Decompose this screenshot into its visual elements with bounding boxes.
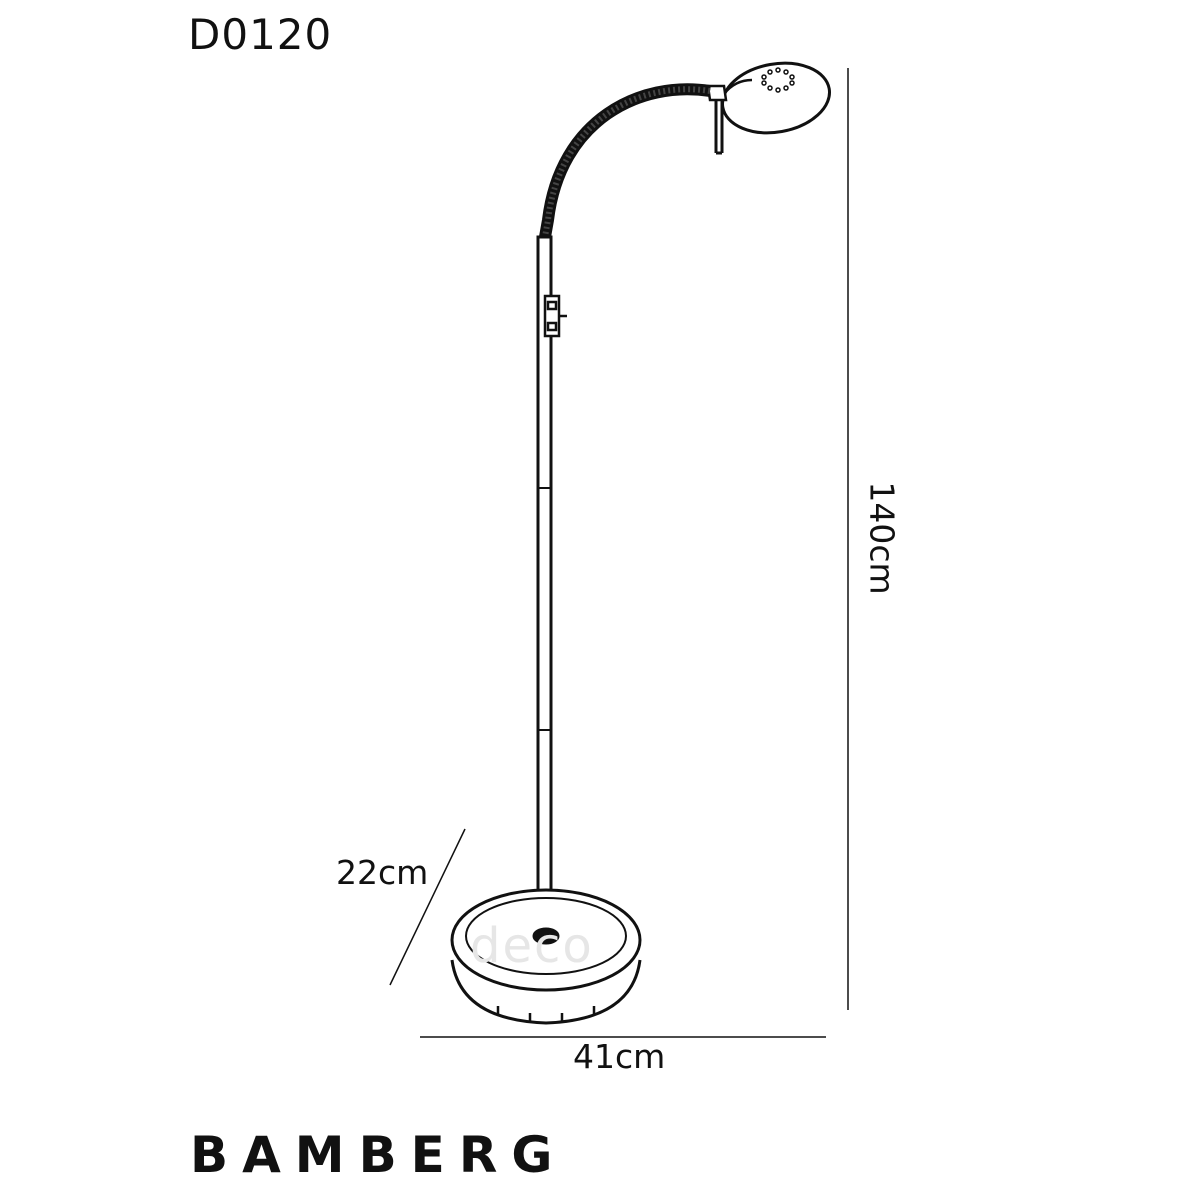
led-ring — [761, 67, 795, 93]
product-name: BAMBERG — [190, 1126, 567, 1184]
lamp-head-icon — [706, 61, 832, 155]
deco-watermark: deco — [470, 918, 594, 974]
depth-label: 22cm — [336, 853, 429, 892]
product-code: D0120 — [188, 10, 333, 59]
width-label: 41cm — [573, 1037, 666, 1076]
gooseneck-icon — [539, 83, 711, 239]
height-label: 140cm — [862, 481, 902, 595]
lamp-base-icon — [450, 888, 642, 1025]
switch-icon — [543, 294, 567, 338]
depth-dimension-line — [389, 828, 466, 986]
